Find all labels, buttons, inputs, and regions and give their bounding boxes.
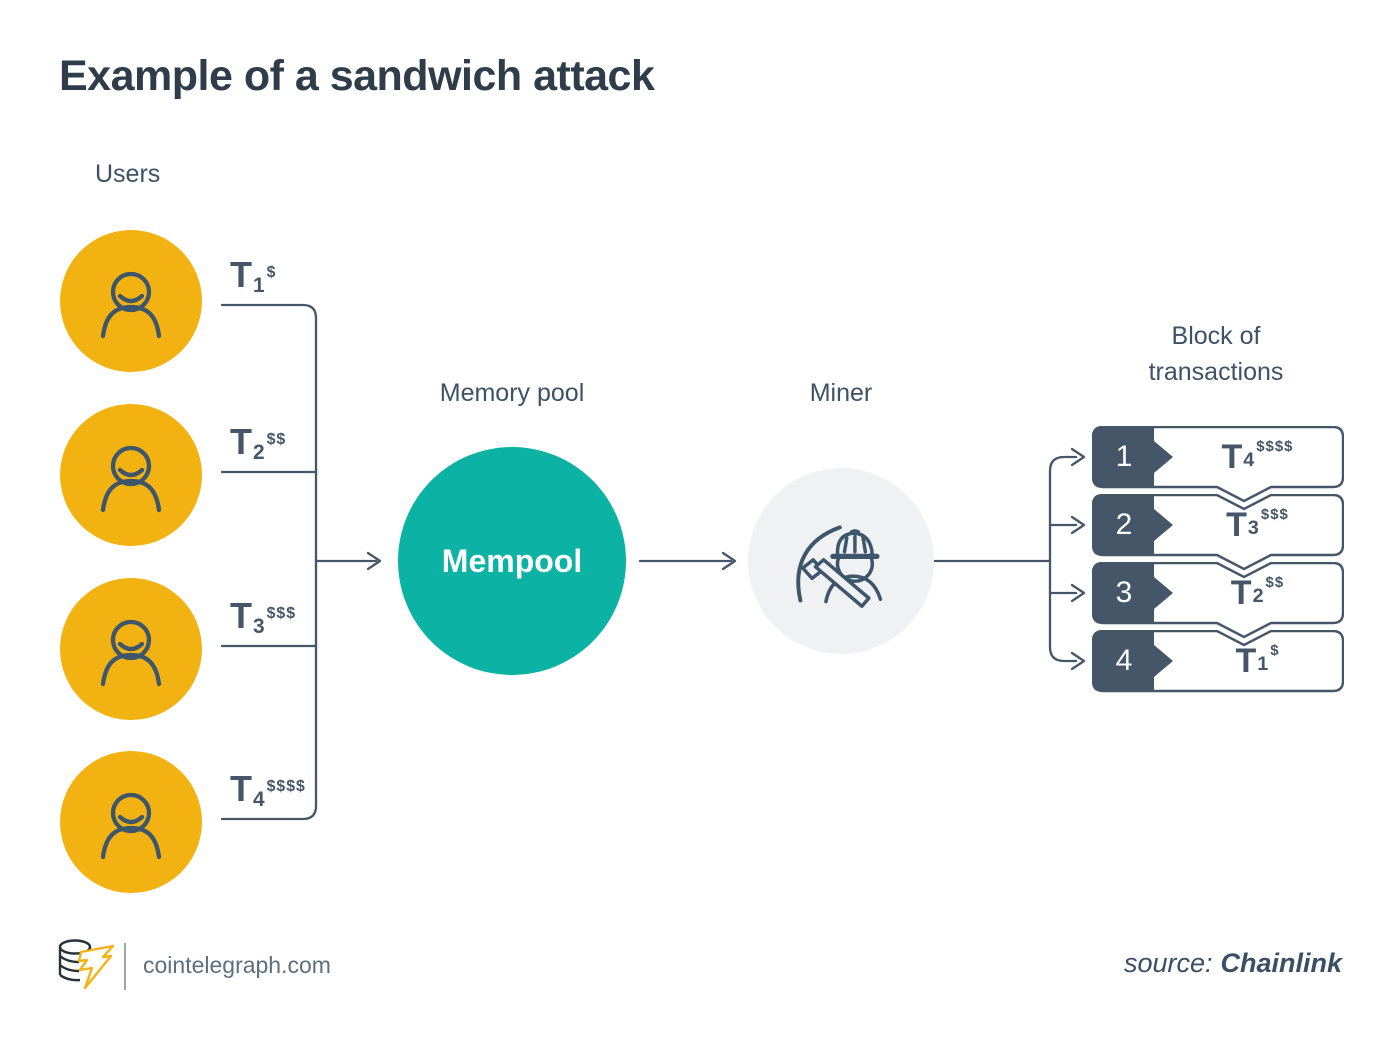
tx-symbol: T	[230, 254, 252, 295]
page-title: Example of a sandwich attack	[59, 52, 655, 100]
block-of-transactions-label: Block of transactions	[1148, 322, 1284, 387]
source-label: source:	[1123, 948, 1213, 978]
user-circle-3	[60, 578, 202, 720]
tx-symbol: T	[230, 421, 252, 462]
cointelegraph-logo	[58, 939, 115, 990]
miner-label: Miner	[809, 379, 873, 407]
footer-source: source:Chainlink	[1124, 948, 1342, 979]
footer-site-text: cointelegraph.com	[143, 952, 331, 978]
user-icon	[100, 619, 162, 687]
memory-pool-label: Memory pool	[439, 379, 585, 407]
tx-fee: $$$$	[266, 778, 306, 796]
tx-fee: $	[266, 264, 277, 282]
block-position: 2	[1115, 508, 1133, 541]
miner-circle	[748, 468, 934, 654]
tx-index: 3	[1247, 517, 1259, 540]
block-row-shape	[1092, 630, 1344, 693]
block-position: 4	[1115, 644, 1133, 677]
tx-symbol: T	[1226, 506, 1247, 544]
tx-fee: $$$$	[1256, 438, 1294, 456]
tx-label-t3: T3$$$	[230, 595, 297, 637]
block-position: 3	[1115, 576, 1133, 609]
tx-symbol: T	[1221, 438, 1243, 476]
tx-fee: $$	[266, 431, 287, 449]
tx-fee: $$$	[266, 605, 297, 623]
user-icon	[100, 271, 162, 339]
block-position: 1	[1115, 440, 1133, 473]
tx-label-t2: T2$$	[230, 421, 287, 463]
miner-icon	[796, 525, 883, 608]
user-circle-4	[60, 751, 202, 893]
tx-fee: $$	[1265, 574, 1285, 592]
tx-label-t4: T4$$$$	[230, 768, 306, 810]
tx-index: 4	[1243, 449, 1255, 472]
user-circle-2	[60, 404, 202, 546]
tx-fee: $	[1270, 642, 1280, 660]
block-row-shape	[1092, 562, 1344, 639]
tx-index: 2	[253, 440, 265, 464]
user-icon	[100, 445, 162, 513]
tx-index: 4	[253, 787, 265, 811]
tx-index: 3	[253, 614, 265, 638]
mempool-text: Mempool	[441, 542, 583, 579]
tx-index: 2	[1252, 585, 1264, 608]
tx-index: 1	[1257, 653, 1269, 676]
tx-label-t1: T1$	[230, 254, 277, 296]
mempool-circle: Mempool	[398, 447, 626, 675]
tx-index: 1	[253, 273, 265, 297]
tx-symbol: T	[1235, 642, 1257, 680]
tx-symbol: T	[1230, 574, 1252, 612]
user-circle-1	[60, 230, 202, 372]
block-row-shape	[1092, 426, 1344, 503]
source-name: Chainlink	[1220, 948, 1342, 978]
user-icon	[100, 792, 162, 860]
footer-divider	[124, 943, 126, 990]
tx-fee: $$$	[1260, 506, 1289, 524]
tx-symbol: T	[230, 768, 252, 809]
block-row-shape	[1092, 494, 1344, 571]
users-label: Users	[95, 160, 161, 188]
tx-symbol: T	[230, 595, 252, 636]
